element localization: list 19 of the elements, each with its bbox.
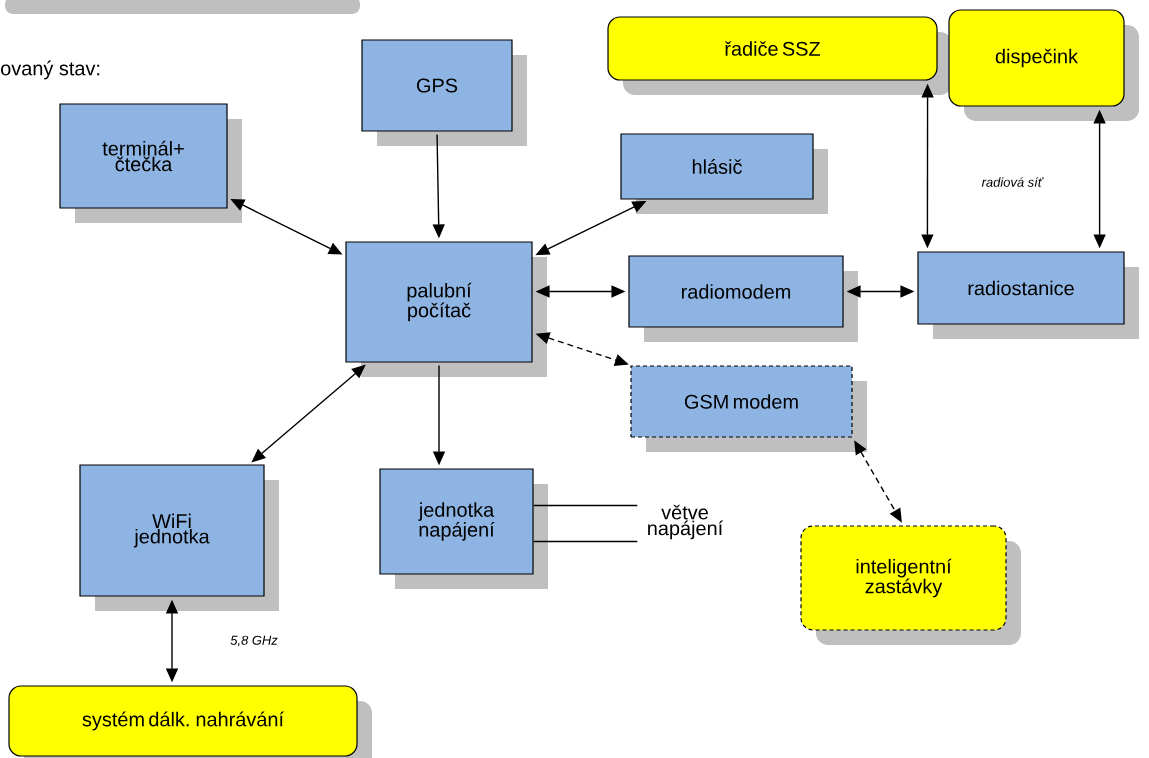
process-box: palubní počítač	[345, 241, 547, 377]
process-box: radiostanice	[917, 251, 1139, 339]
heading-text: ovaný stav:	[1, 60, 100, 80]
process-box: jednotka napájení	[379, 468, 548, 589]
edge-label: 5,8 GHz	[230, 635, 278, 647]
process-box: GPS	[361, 39, 527, 146]
process-box: GSM modem	[630, 365, 867, 452]
process-box: radiomodem	[628, 255, 858, 342]
rounded-box: systém dálk. nahrávání	[8, 685, 372, 758]
rounded-box: řadiče SSZ	[607, 16, 952, 95]
connector-line	[532, 540, 638, 543]
process-box: terminál+ čtečka	[59, 103, 242, 223]
rounded-box: inteligentní zastávky	[800, 525, 1021, 645]
network-label: radiová síť	[981, 177, 1044, 187]
rounded-box: dispečink	[948, 9, 1139, 121]
connector-line	[532, 504, 638, 507]
process-box: WiFi jednotka	[79, 464, 279, 611]
process-box: hlásič	[620, 133, 828, 214]
text-label: větve napájení	[648, 504, 724, 540]
